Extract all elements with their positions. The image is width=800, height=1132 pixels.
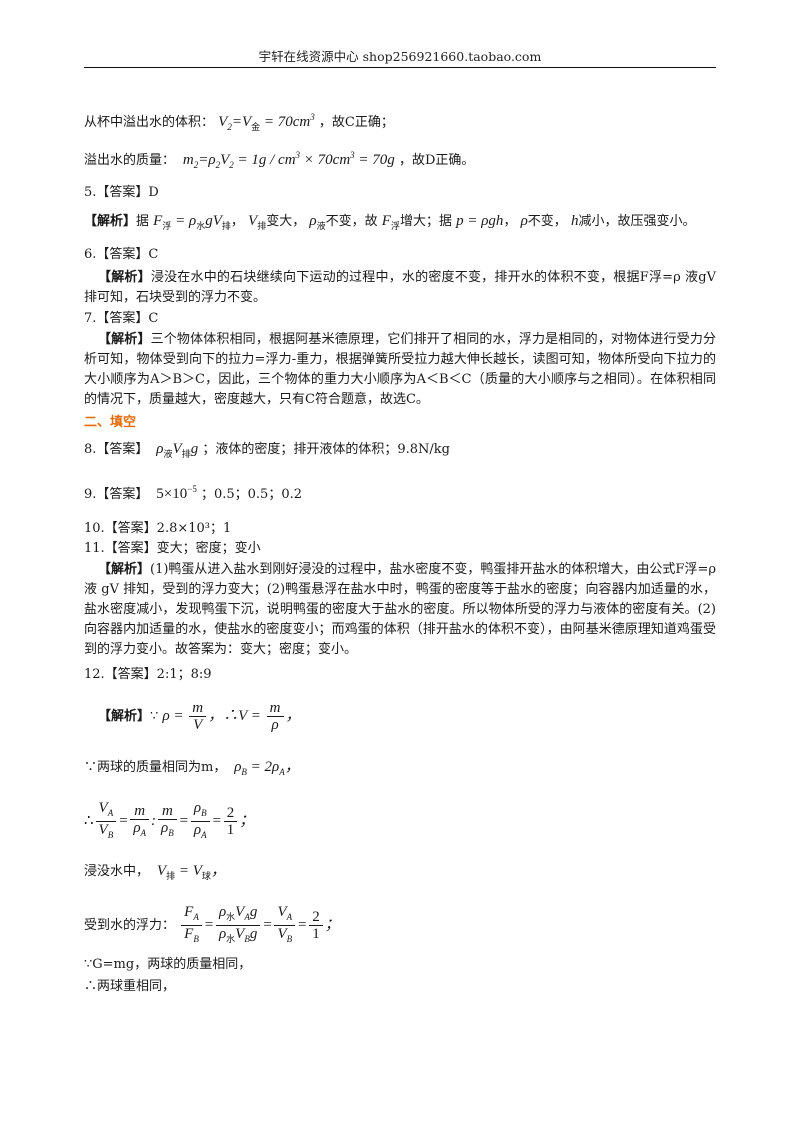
formula-overflow-volume: V2=V金 = 70cm3 [218,112,315,132]
q8-answer: 8.【答案】 ρ液V排g ；液体的密度；排开液体的体积；9.8N/kg [84,441,450,459]
overflow-volume-line: 从杯中溢出水的体积： V2=V金 = 70cm3 ，故C正确； [84,112,394,132]
q12-answer: 12.【答案】2:1；8:9 [84,667,212,682]
q7-answer: 7.【答案】C [84,311,159,326]
q12-gravity: ∵G=mg，两球的质量相同， [84,957,252,972]
overflow-mass-line: 溢出水的质量： m2=ρ2V2 = 1g / cm3 × 70cm3 = 70g… [84,150,475,170]
q5-answer: 5.【答案】D [84,185,159,200]
q9-answer: 9.【答案】 5×10−5 ；0.5；0.5；0.2 [84,484,303,502]
q11-answer: 11.【答案】变大；密度；变小 [84,541,261,556]
formula-overflow-mass: m2=ρ2V2 = 1g / cm3 × 70cm3 = 70g [182,150,395,170]
formula-buoyancy: F浮 = ρ水gV排 [153,213,231,231]
q11-analysis: 【解析】(1)鸭蛋从进入盐水到刚好浸没的过程中，盐水密度不变，鸭蛋排开盐水的体积… [84,562,716,657]
section-fill-blank: 二、填空 [84,415,137,430]
q12-immersed: 浸没水中， V排 = V球， [84,863,226,881]
q6-analysis: 【解析】浸没在水中的石块继续向下运动的过程中，水的密度不变，排开水的体积不变，根… [84,270,716,305]
q12-weight-equal: ∴两球重相同， [84,979,176,994]
q6-answer: 6.【答案】C [84,247,159,262]
q10-answer: 10.【答案】2.8×10³；1 [84,521,232,536]
q5-analysis: 【解析】据 F浮 = ρ水gV排， V排变大， ρ液不变，故 F浮增大；据 p … [84,213,696,231]
q7-analysis: 【解析】三个物体体积相同，根据阿基米德原理，它们排开了相同的水，浮力是相同的，对… [84,332,716,407]
formula-pressure: p = ρgh [456,213,504,229]
q12-mass-equal: ∵两球的质量相同为m， ρB = 2ρA， [84,759,300,777]
page-header: 宇轩在线资源中心 shop256921660.taobao.com [84,46,716,68]
